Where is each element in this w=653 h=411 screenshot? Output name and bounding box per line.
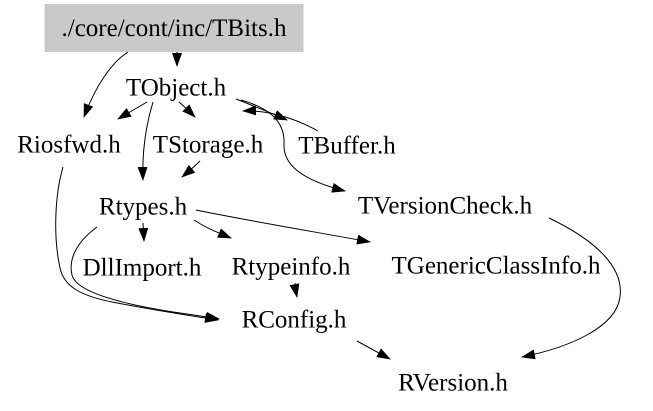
- node-riosfwd[interactable]: Riosfwd.h: [17, 131, 121, 159]
- node-tstorage[interactable]: TStorage.h: [152, 131, 264, 159]
- edge-rtypes-rtypeinfo: [193, 219, 232, 239]
- edge-rtypes-dllimport: [138, 222, 149, 242]
- node-rconfig[interactable]: RConfig.h: [241, 306, 347, 334]
- edge-tobject-riosfwd: [117, 101, 148, 120]
- edge-rtypes-rconfig: [70, 226, 220, 322]
- node-rtypeinfo[interactable]: Rtypeinfo.h: [231, 253, 351, 281]
- edge-tstorage-rtypes: [181, 160, 201, 178]
- edge-riosfwd-rconfig: [55, 166, 219, 323]
- edge-tobject-tstorage: [178, 101, 196, 118]
- node-tbuffer[interactable]: TBuffer.h: [298, 132, 396, 160]
- edge-tobject-tversioncheck: [240, 99, 346, 193]
- edge-rtypes-tgenericclassinfo: [195, 209, 371, 245]
- node-tversioncheck[interactable]: TVersionCheck.h: [357, 192, 533, 220]
- node-tgenericclassinfo[interactable]: TGenericClassInfo.h: [391, 252, 601, 280]
- node-dllimport[interactable]: DllImport.h: [82, 254, 202, 282]
- edge-tbuffer-tobject: [242, 105, 319, 132]
- node-tbits: ./core/cont/inc/TBits.h: [44, 4, 304, 52]
- node-rtypes[interactable]: Rtypes.h: [98, 193, 188, 221]
- node-rversion[interactable]: RVersion.h: [398, 369, 508, 397]
- edge-tbits-riosfwd: [83, 51, 129, 118]
- edge-tobject-rtypes: [137, 101, 154, 181]
- edge-rconfig-rversion: [356, 340, 391, 360]
- edge-tobject-tbuffer: [235, 98, 288, 121]
- edge-tversioncheck-rversion: [521, 217, 621, 360]
- edge-rtypeinfo-rconfig: [289, 282, 300, 298]
- node-tobject[interactable]: TObject.h: [125, 74, 227, 102]
